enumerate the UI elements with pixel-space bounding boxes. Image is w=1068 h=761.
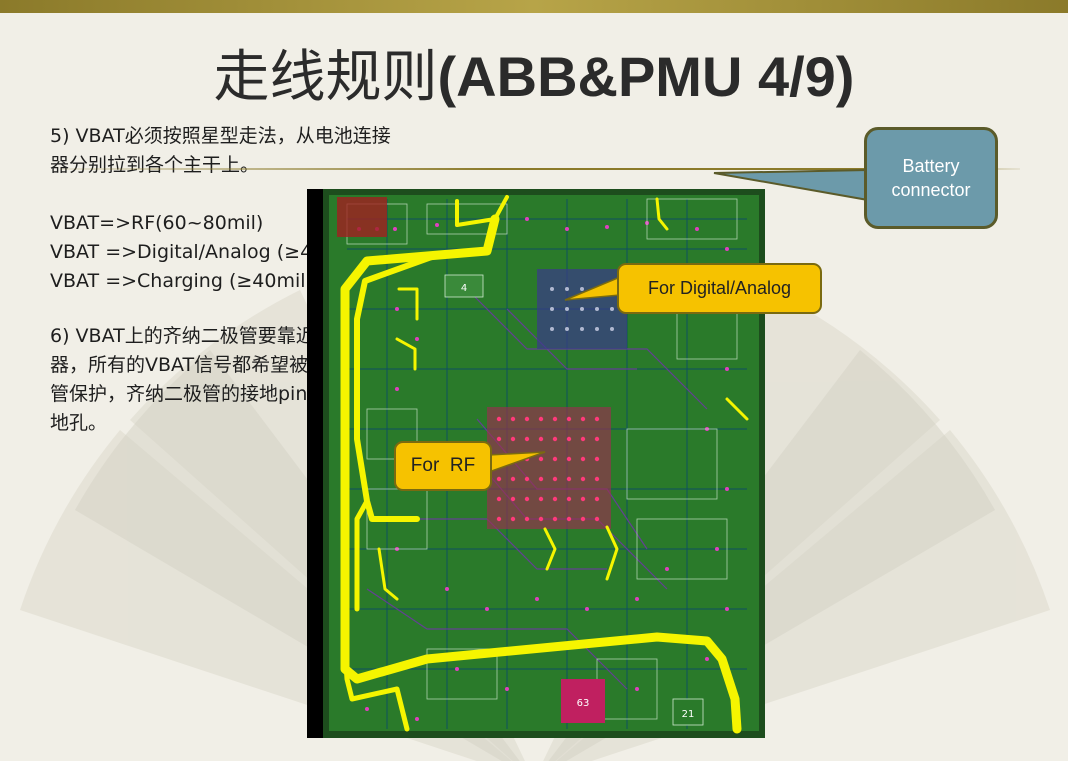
- battery-callout-line-2: connector: [891, 180, 971, 200]
- rule6-line-1: 6) VBAT上的齐纳二极管要靠近电池连接: [50, 325, 391, 347]
- rule6-line-3: 管保护，齐纳二极管的接地pin要打多: [50, 383, 365, 405]
- digital-analog-callout: For Digital/Analog: [617, 263, 822, 314]
- rf-callout: For RF: [394, 441, 492, 491]
- battery-callout-line-1: Battery: [902, 156, 960, 176]
- slide-title: 走线规则(ABB&PMU 4/9): [0, 32, 1068, 113]
- vbat-rf-width: VBAT=>RF(60~80mil): [50, 212, 264, 234]
- vbat-charging-width: VBAT =>Charging (≥40mil): [50, 270, 313, 292]
- rule5-block: 5) VBAT必须按照星型走法，从电池连接 器分别拉到各个主干上。: [50, 122, 391, 180]
- battery-connector-callout: Battery connector: [864, 127, 998, 229]
- pcb-label-u21: 21: [682, 709, 695, 720]
- vbat-digital-width: VBAT =>Digital/Analog (≥40mil): [50, 241, 361, 263]
- top-accent-bar: [0, 0, 1068, 13]
- pcb-label-u4: 4: [461, 283, 467, 294]
- rule6-line-2: 器，所有的VBAT信号都希望被二极: [50, 354, 347, 376]
- title-latin: (ABB&PMU 4/9): [437, 45, 855, 108]
- title-chinese: 走线规则: [213, 45, 438, 110]
- rf-callout-label: For RF: [410, 455, 476, 476]
- divider-line: [60, 168, 1020, 170]
- rule5-line-2: 器分别拉到各个主干上。: [50, 154, 260, 176]
- digital-callout-label: For Digital/Analog: [647, 278, 792, 298]
- rule6-line-4: 地孔。: [50, 412, 108, 434]
- vbat-widths-block: VBAT=>RF(60~80mil) VBAT =>Digital/Analog…: [50, 209, 361, 296]
- rule6-block: 6) VBAT上的齐纳二极管要靠近电池连接 器，所有的VBAT信号都希望被二极 …: [50, 322, 391, 438]
- pcb-label-u63: 63: [577, 698, 590, 709]
- rule5-line-1: 5) VBAT必须按照星型走法，从电池连接: [50, 125, 391, 147]
